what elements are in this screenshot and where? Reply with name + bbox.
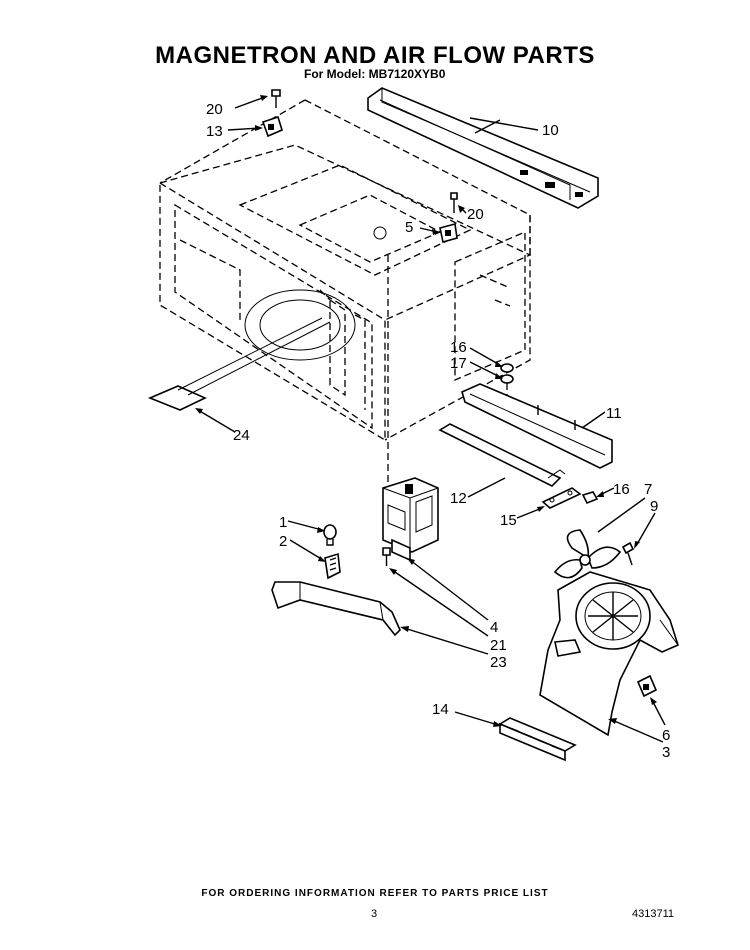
part-14-vent-grille [498,717,577,762]
part-24-waveguide-cover [147,317,331,411]
page-number: 3 [371,908,378,920]
part-21-screw [382,547,391,566]
part-16-nut [581,491,599,505]
callout-1: 1 [279,514,287,531]
callout-9: 9 [650,498,658,515]
part-4-magnetron [382,255,439,562]
part-3-fan-housing [539,571,679,737]
part-16-17-nuts [500,363,514,395]
ordering-note: FOR ORDERING INFORMATION REFER TO PARTS … [201,888,549,899]
callout-14: 14 [432,701,449,718]
part-1-lamp [323,524,337,546]
callout-16-top: 16 [450,339,467,356]
callout-11: 11 [606,405,622,422]
callout-7: 7 [644,481,652,498]
callout-10: 10 [542,122,559,139]
callout-21: 21 [490,637,507,654]
callout-13: 13 [206,123,223,140]
callout-12: 12 [450,490,467,507]
part-12-air-guide-rod [438,423,566,487]
document-number: 4313711 [632,908,675,920]
callout-3: 3 [662,744,670,761]
part-9-screw [621,541,635,566]
callout-15: 15 [500,512,517,529]
callout-16-bottom: 16 [613,481,630,498]
part-13-bracket [261,115,283,138]
part-5-bracket [439,222,458,244]
part-10-air-guide [367,87,599,209]
page-title: MAGNETRON AND AIR FLOW PARTS [155,42,595,69]
oven-cavity-outline [159,99,532,442]
part-20-screw-top [271,89,281,108]
callout-labels: 20 13 10 20 5 16 17 11 24 12 16 7 15 9 1… [206,101,670,761]
callout-24: 24 [233,427,250,444]
callout-20-top: 20 [206,101,223,118]
part-2-lamp-socket [324,552,341,580]
callout-23: 23 [490,654,507,671]
part-23-magnetron-bracket [271,581,401,637]
callout-4: 4 [490,619,498,636]
model-subtitle: For Model: MB7120XYB0 [304,67,446,81]
callout-20-right: 20 [467,206,484,223]
part-20-screw-right [450,192,458,213]
leader-lines [195,95,666,743]
callout-17: 17 [450,355,467,372]
callout-6: 6 [662,727,670,744]
callout-5: 5 [405,219,413,236]
part-11-air-duct [461,383,613,469]
part-7-fan-blade [553,529,622,579]
callout-2: 2 [279,533,287,550]
part-6-thermal-cutout [636,674,658,698]
part-15-plate [541,487,582,509]
